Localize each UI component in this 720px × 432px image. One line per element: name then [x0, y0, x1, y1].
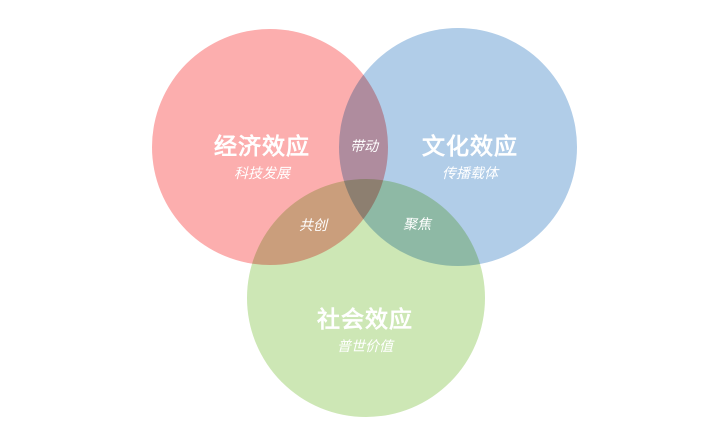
- overlap-economy-culture-label: 带动: [350, 139, 378, 155]
- cultural-effect-subtitle: 传播载体: [442, 166, 498, 182]
- overlap-culture-society-label: 聚焦: [403, 217, 431, 233]
- social-effect-circle: [247, 179, 485, 417]
- economic-effect-subtitle: 科技发展: [234, 166, 290, 182]
- social-effect-title: 社会效应: [317, 307, 413, 333]
- economic-effect-label: 经济效应 科技发展: [214, 127, 310, 183]
- cultural-effect-title: 文化效应: [422, 134, 518, 160]
- social-effect-label: 社会效应 普世价值: [317, 300, 413, 356]
- overlap-economy-society-label: 共创: [299, 218, 327, 234]
- cultural-effect-label: 文化效应 传播载体: [422, 127, 518, 183]
- economic-effect-title: 经济效应: [214, 134, 310, 160]
- social-effect-subtitle: 普世价值: [337, 339, 393, 355]
